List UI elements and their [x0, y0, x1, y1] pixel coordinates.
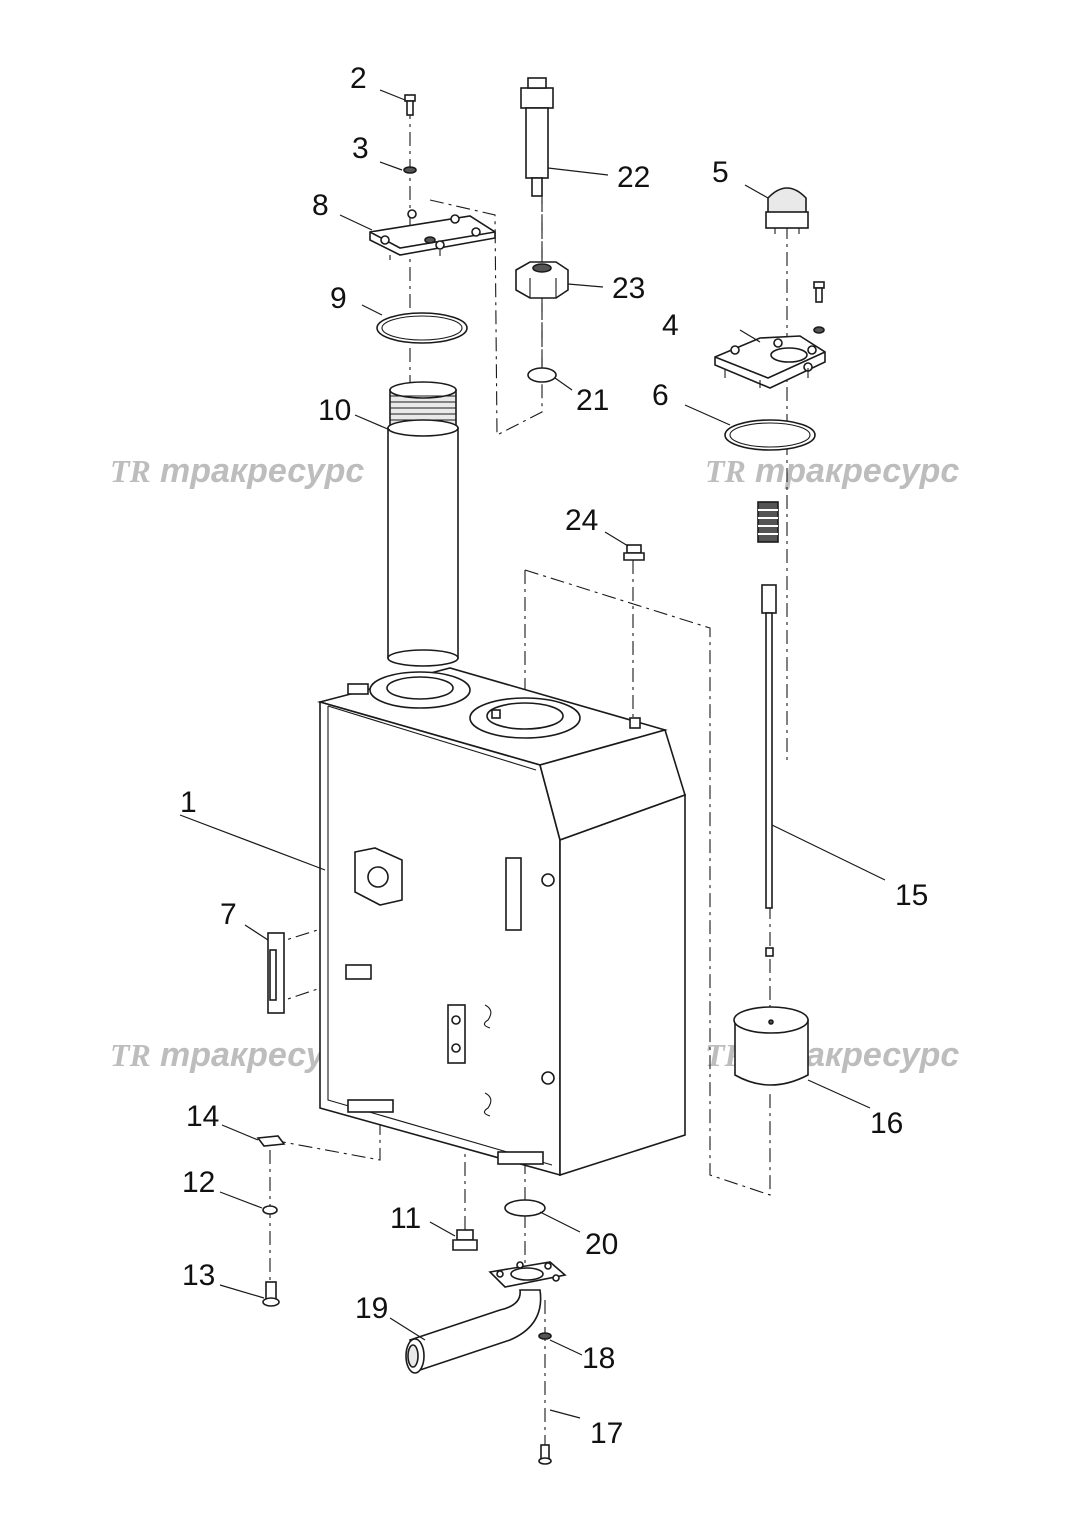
- callout-15: 15: [895, 879, 928, 912]
- watermark-logo: TR: [110, 1037, 151, 1073]
- part-18-washer: [538, 1332, 552, 1340]
- callout-2: 2: [350, 62, 367, 95]
- part-15-level-rod: [761, 584, 777, 957]
- part-5-cap: [765, 187, 809, 234]
- callout-6: 6: [652, 379, 669, 412]
- callout-13: 13: [182, 1259, 215, 1292]
- callout-20: 20: [585, 1228, 618, 1261]
- watermark-text: тракресурс: [160, 452, 364, 490]
- watermark-text: тракресурс: [755, 452, 959, 490]
- callout-8: 8: [312, 189, 329, 222]
- part-17-bolt: [538, 1444, 552, 1465]
- callout-3: 3: [352, 132, 369, 165]
- callout-22: 22: [617, 161, 650, 194]
- callout-labels: 1 2 3 4 5 6 7 8 9 10 11 12 13 14 15 16 1…: [180, 62, 928, 1450]
- part-22-breather-rod: [520, 77, 554, 197]
- part-8-flange-plate: [369, 209, 496, 260]
- callout-16: 16: [870, 1107, 903, 1140]
- part-4-bolt: [813, 281, 825, 334]
- part-3-washer: [403, 166, 417, 174]
- callout-14: 14: [186, 1100, 219, 1133]
- part-2-bolt: [404, 94, 416, 116]
- watermark-top-right: TR тракресурс: [705, 452, 959, 490]
- part-12-washer: [262, 1205, 278, 1215]
- callout-19: 19: [355, 1292, 388, 1325]
- callout-11: 11: [390, 1202, 421, 1235]
- part-1-tank-body: [267, 667, 686, 1177]
- watermark-top-left: TR тракресурс: [110, 452, 364, 490]
- callout-4: 4: [662, 309, 679, 342]
- part-4-sender-flange: [714, 335, 826, 389]
- part-19-suction-elbow: [405, 1261, 567, 1374]
- part-14-clip: [256, 1135, 286, 1147]
- leader-lines: [179, 89, 886, 1419]
- callout-5: 5: [712, 156, 729, 189]
- part-9-o-ring: [376, 312, 468, 344]
- callout-1: 1: [180, 786, 197, 819]
- part-24-plug: [623, 544, 645, 561]
- part-20-o-ring: [504, 1199, 546, 1217]
- callout-10: 10: [318, 394, 351, 427]
- part-16-float: [733, 1006, 809, 1086]
- callout-9: 9: [330, 282, 347, 315]
- part-13-bolt: [262, 1281, 280, 1307]
- callout-24: 24: [565, 504, 598, 537]
- part-23-nut: [515, 261, 569, 299]
- callout-12: 12: [182, 1166, 215, 1199]
- part-21-disc: [527, 367, 557, 383]
- callout-18: 18: [582, 1342, 615, 1375]
- part-15-spring: [757, 501, 779, 543]
- part-10-filler-neck: [387, 381, 459, 667]
- part-11-drain-plug: [452, 1229, 478, 1251]
- watermark-logo: TR: [705, 453, 746, 489]
- callout-17: 17: [590, 1417, 623, 1450]
- callout-23: 23: [612, 272, 645, 305]
- part-6-o-ring: [724, 419, 816, 451]
- callout-7: 7: [220, 898, 237, 931]
- callout-21: 21: [576, 384, 609, 417]
- watermark-logo: TR: [110, 453, 151, 489]
